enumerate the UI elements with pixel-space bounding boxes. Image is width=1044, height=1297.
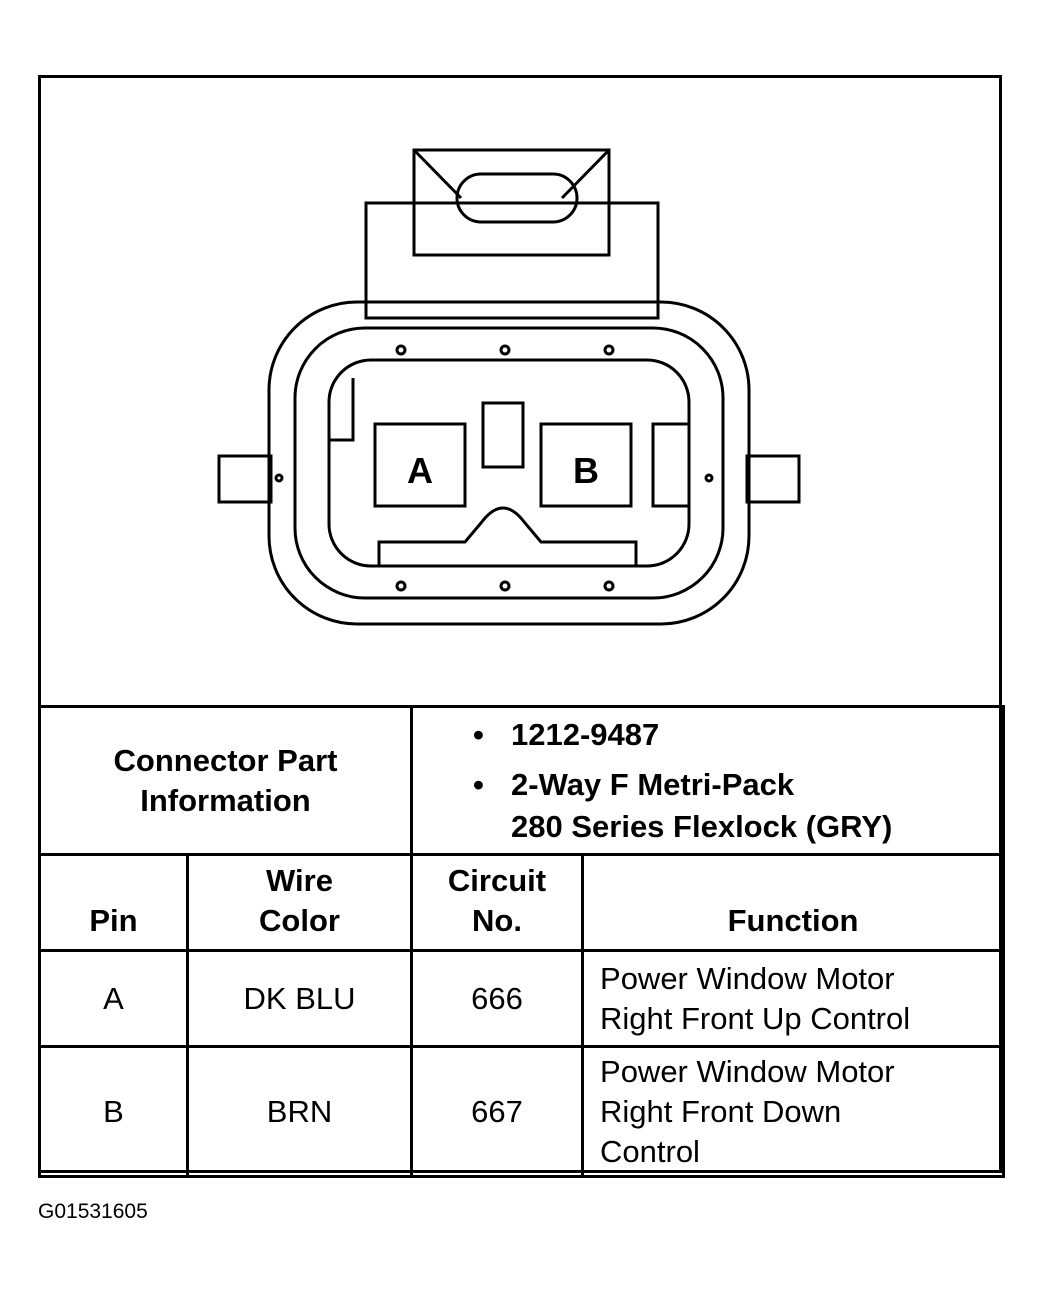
connector-latch-slot — [455, 172, 579, 224]
vent-hole — [603, 344, 615, 356]
vent-hole — [704, 473, 714, 483]
connector-outer-shell — [267, 300, 751, 626]
pin-label-a: A — [407, 450, 433, 491]
connector-latch-tab — [412, 148, 611, 257]
part-description: • 2-Way F Metri-Pack 280 Series Flexlock… — [473, 766, 893, 844]
header-function: Function — [581, 853, 1006, 952]
part-info-label: Connector Part Information — [37, 705, 414, 856]
vent-hole — [499, 344, 511, 356]
row-a-pin: A — [38, 949, 189, 1048]
vent-hole — [499, 580, 511, 592]
row-a-function: Power Window Motor Right Front Up Contro… — [581, 949, 1006, 1048]
row-a-circuit: 666 — [410, 949, 585, 1048]
table-row: B BRN 667 Power Window Motor Right Front… — [38, 1045, 1006, 1178]
table-row: A DK BLU 666 Power Window Motor Right Fr… — [38, 949, 1006, 1048]
header-pin: Pin — [38, 853, 189, 952]
terminal-cavity-b — [539, 422, 633, 508]
connector-right-tab — [745, 454, 801, 504]
vent-hole — [274, 473, 284, 483]
pin-label-b: B — [573, 450, 599, 491]
row-b-function: Power Window Motor Right Front Down Cont… — [581, 1045, 1006, 1178]
connector-diagram: A B — [217, 148, 801, 626]
vent-hole — [603, 580, 615, 592]
diagram-frame: A B Connector Part Information • 1212-94… — [37, 75, 1006, 1178]
connector-left-tab — [217, 454, 273, 504]
center-key — [481, 401, 525, 469]
header-circuit-no: Circuit No. — [410, 853, 585, 952]
polarizing-rib — [377, 506, 638, 568]
connector-info-table: Connector Part Information • 1212-9487 •… — [37, 705, 1006, 1178]
vent-hole — [395, 344, 407, 356]
row-b-pin: B — [38, 1045, 189, 1178]
lock-slot-right — [651, 422, 691, 508]
row-b-circuit: 667 — [410, 1045, 585, 1178]
connector-cavity-wall — [327, 358, 691, 568]
reference-code: G01531605 — [38, 1200, 148, 1223]
header-wire-color: Wire Color — [185, 853, 414, 952]
row-a-wire-color: DK BLU — [185, 949, 414, 1048]
vent-hole — [395, 580, 407, 592]
terminal-cavity-a — [373, 422, 467, 508]
connector-inner-shell — [293, 326, 725, 600]
row-b-wire-color: BRN — [185, 1045, 414, 1178]
part-number: • 1212-9487 — [473, 716, 660, 752]
part-info-details: • 1212-9487 • 2-Way F Metri-Pack 280 Ser… — [410, 705, 1006, 856]
connector-latch-housing — [364, 201, 660, 320]
